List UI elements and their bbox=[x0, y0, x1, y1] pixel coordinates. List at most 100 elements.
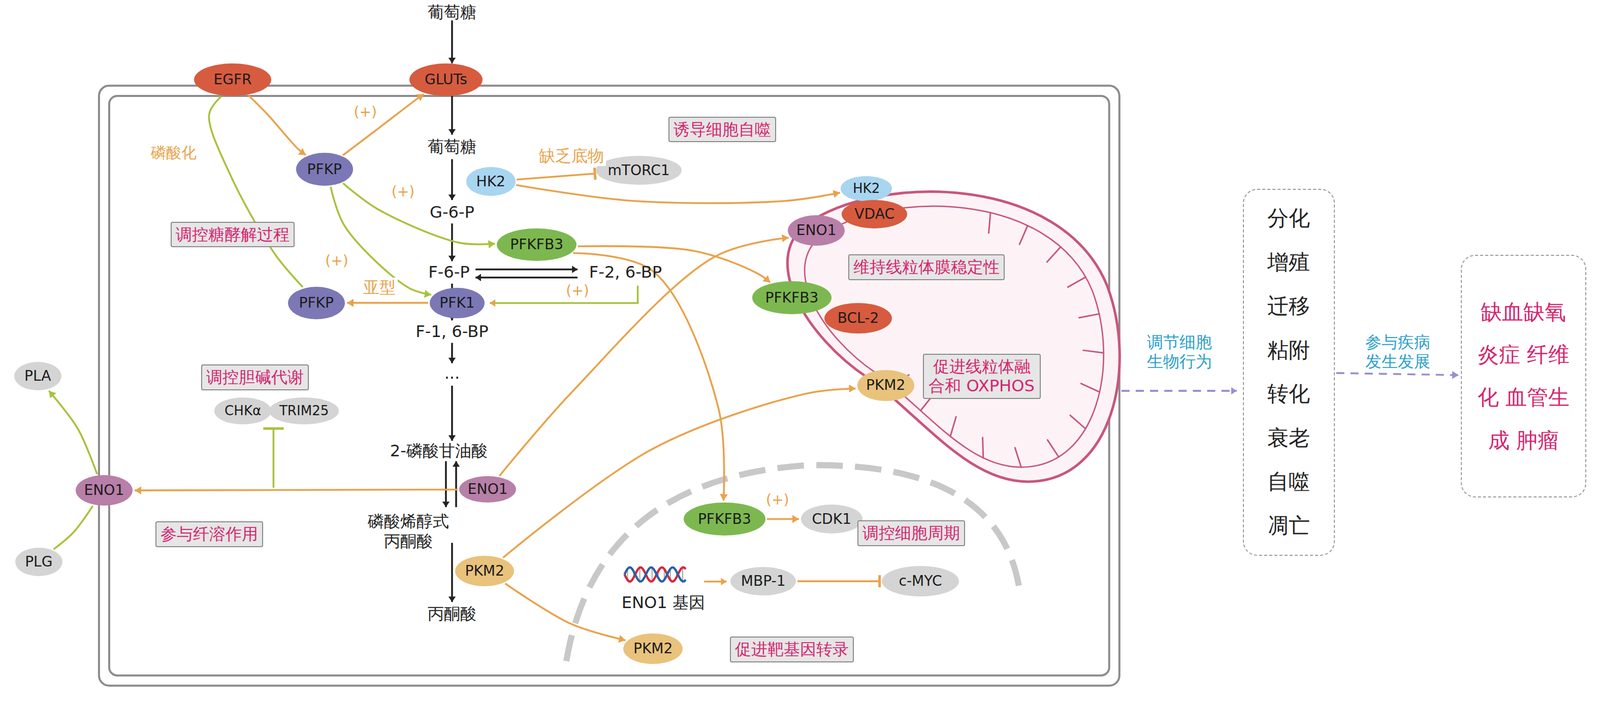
metabolite-label: ... bbox=[444, 363, 461, 384]
dna-rung bbox=[639, 567, 641, 583]
metabolite-label: F-2, 6-BP bbox=[589, 262, 662, 283]
enzyme-name: HK2 bbox=[476, 173, 506, 191]
enzyme-ellipse: PFKP bbox=[296, 152, 354, 186]
pathway-arrow bbox=[451, 386, 454, 442]
enzyme-ellipse: EGFR bbox=[194, 63, 272, 96]
enzyme-name: CHKα bbox=[224, 403, 262, 420]
pathway-arrow bbox=[451, 20, 454, 63]
expression-arrow bbox=[704, 581, 727, 584]
pathway-arrow bbox=[455, 461, 458, 508]
enzyme-ellipse: PFKFB3 bbox=[752, 281, 832, 314]
connector bbox=[516, 173, 595, 180]
cell-membrane-inner bbox=[109, 96, 1110, 677]
enzyme-ellipse: mTORC1 bbox=[595, 155, 682, 185]
enzyme-name: ENO1 bbox=[796, 221, 837, 240]
annotation-label: (+) bbox=[565, 282, 590, 300]
connector bbox=[134, 489, 458, 491]
connector bbox=[578, 246, 771, 283]
enzyme-ellipse: GLUTs bbox=[409, 63, 484, 96]
enzyme-name: PLA bbox=[24, 367, 52, 386]
metabolite-label: F-1, 6-BP bbox=[415, 322, 489, 342]
metabolite-label: 磷酸烯醇式 丙酮酸 bbox=[364, 512, 453, 552]
crista bbox=[1070, 415, 1086, 429]
dna-strand bbox=[624, 567, 686, 583]
flow-arrow bbox=[1121, 390, 1237, 393]
cell-membrane-outer bbox=[99, 85, 1120, 687]
enzyme-ellipse: TRIM25 bbox=[269, 397, 339, 425]
crista bbox=[1046, 246, 1061, 263]
crista bbox=[982, 437, 984, 459]
connector bbox=[53, 506, 93, 550]
box-text: 参与纤溶作用 bbox=[160, 524, 259, 545]
annotation-label: 调节细胞 生物行为 bbox=[1143, 332, 1216, 372]
enzyme-name: EGFR bbox=[213, 71, 252, 89]
enzyme-name: ENO1 bbox=[467, 481, 508, 499]
crista bbox=[1080, 384, 1100, 393]
callout-box: 参与纤溶作用 bbox=[155, 521, 264, 548]
enzyme-ellipse: ENO1 bbox=[75, 475, 133, 506]
pathway-arrow bbox=[451, 159, 454, 201]
connector bbox=[499, 237, 789, 477]
callout-box: 促进靶基因转录 bbox=[729, 636, 854, 663]
enzyme-name: PFKFB3 bbox=[697, 510, 752, 529]
connector bbox=[1336, 373, 1459, 376]
pathway-arrow bbox=[475, 268, 578, 271]
enzyme-name: PKM2 bbox=[464, 562, 505, 581]
enzyme-name: PKM2 bbox=[866, 376, 906, 395]
box-text: 促进靶基因转录 bbox=[734, 640, 849, 660]
enzyme-ellipse: PLG bbox=[15, 548, 62, 577]
enzyme-ellipse: ENO1 bbox=[459, 476, 517, 503]
connector bbox=[516, 184, 841, 204]
enzyme-ellipse: PFKP bbox=[288, 286, 346, 320]
crista bbox=[1014, 448, 1021, 468]
pathway-arrow bbox=[451, 96, 454, 135]
enzyme-name: CDK1 bbox=[811, 510, 852, 529]
enzyme-ellipse: HK2 bbox=[840, 176, 892, 202]
enzyme-name: c-MYC bbox=[898, 572, 942, 591]
enzyme-name: mTORC1 bbox=[607, 162, 670, 180]
annotation-label: (+) bbox=[391, 183, 415, 201]
connector bbox=[572, 252, 725, 501]
crista bbox=[988, 212, 991, 234]
enzyme-name: PFKP bbox=[299, 294, 335, 312]
mitochondrion-outer bbox=[787, 192, 1120, 483]
connector bbox=[248, 95, 306, 155]
nuclear-envelope bbox=[566, 465, 1021, 662]
enzyme-ellipse: PLA bbox=[14, 362, 61, 391]
pathway-arrow bbox=[451, 223, 454, 262]
box-text: 调控细胞周期 bbox=[862, 523, 960, 544]
enzyme-ellipse: BCL-2 bbox=[824, 303, 892, 334]
edge-label: 亚型 bbox=[361, 277, 398, 298]
pathway-arrow bbox=[475, 276, 578, 279]
enzyme-name: PFK1 bbox=[439, 294, 475, 312]
connector bbox=[502, 388, 856, 558]
pathway-arrow bbox=[451, 342, 454, 364]
enzyme-name: PKM2 bbox=[633, 640, 674, 658]
pathway-arrow bbox=[444, 461, 447, 508]
crista bbox=[1067, 277, 1086, 288]
mitochondrion-inner bbox=[804, 206, 1104, 468]
callout-box: 调控胆碱代谢 bbox=[201, 364, 309, 391]
enzyme-ellipse: PKM2 bbox=[857, 370, 915, 401]
connector bbox=[797, 580, 880, 583]
activation-line bbox=[489, 285, 638, 304]
annotation-label: (+) bbox=[765, 491, 790, 509]
inhibition-line bbox=[272, 428, 275, 489]
crista bbox=[1083, 350, 1104, 354]
annotation-label: ENO1 基因 bbox=[621, 593, 706, 614]
box-text: 调控胆碱代谢 bbox=[206, 367, 304, 388]
enzyme-ellipse: HK2 bbox=[466, 167, 516, 196]
group-box: 缺血缺氧 炎症 纤维化 血管生成 肿瘤 bbox=[1460, 254, 1587, 498]
enzyme-ellipse: CDK1 bbox=[801, 504, 863, 534]
enzyme-name: BCL-2 bbox=[837, 309, 880, 328]
connector bbox=[48, 391, 98, 475]
connector bbox=[342, 94, 424, 156]
connector bbox=[766, 518, 799, 521]
callout-box: 促进线粒体融 合和 OXPHOS bbox=[922, 354, 1041, 400]
metabolite-label: F-6-P bbox=[428, 262, 470, 283]
pathway-arrow bbox=[451, 542, 454, 603]
enzyme-name: PFKFB3 bbox=[509, 236, 564, 254]
enzyme-name: PFKP bbox=[307, 161, 343, 179]
enzyme-ellipse: PFKFB3 bbox=[683, 502, 766, 536]
